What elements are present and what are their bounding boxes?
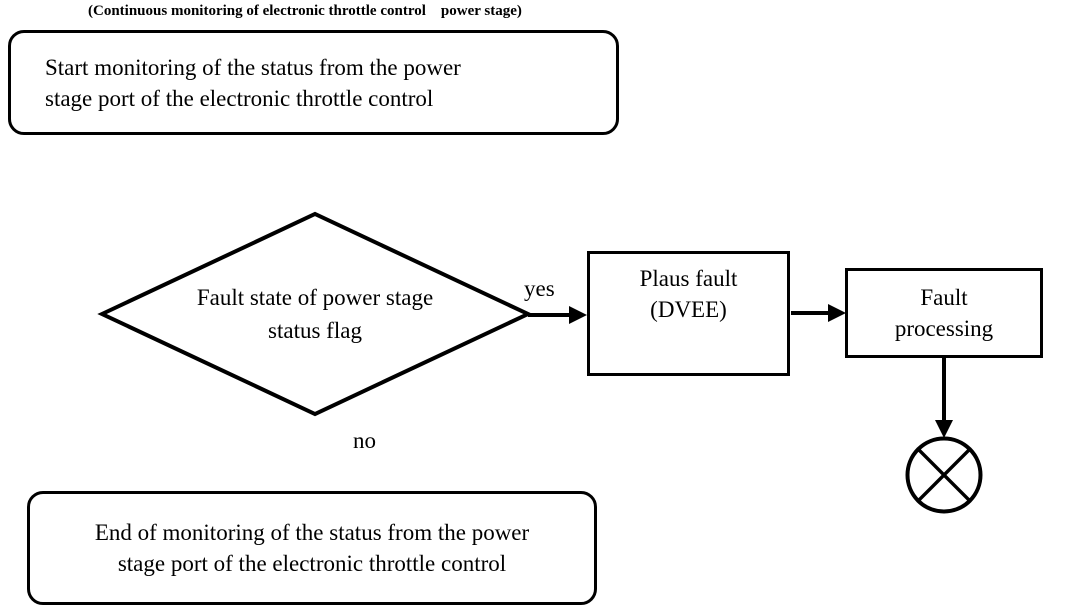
plaus-fault-node-line1: Plaus fault [639, 266, 738, 291]
fault-processing-node-line2: processing [894, 316, 994, 341]
start-node: Start monitoring of the status from the … [8, 30, 619, 135]
plaus-fault-node: Plaus fault (DVEE) [587, 251, 790, 376]
decision-node-line1: Fault state of power stage [196, 285, 434, 310]
decision-node-line2: status flag [268, 318, 362, 343]
decision-node: Fault state of power stage status flag [102, 214, 528, 414]
processing-arrow [791, 304, 846, 322]
fault-processing-node: Fault processing [845, 268, 1043, 358]
circled-x-terminator-icon [905, 436, 983, 514]
fault-processing-node-line1: Fault [920, 285, 968, 310]
start-node-line2: stage port of the electronic throttle co… [45, 85, 434, 111]
plaus-fault-node-line2: (DVEE) [650, 297, 727, 322]
end-node-line2: stage port of the electronic throttle co… [117, 551, 507, 576]
no-edge-label: no [353, 428, 376, 453]
terminator-arrow [935, 358, 953, 438]
end-node-line1: End of monitoring of the status from the… [94, 520, 530, 545]
diagram-caption: (Continuous monitoring of electronic thr… [88, 3, 522, 19]
start-node-line1: Start monitoring of the status from the … [45, 54, 461, 80]
yes-edge-label: yes [524, 276, 555, 301]
end-node: End of monitoring of the status from the… [27, 491, 597, 605]
yes-arrow [528, 306, 587, 324]
